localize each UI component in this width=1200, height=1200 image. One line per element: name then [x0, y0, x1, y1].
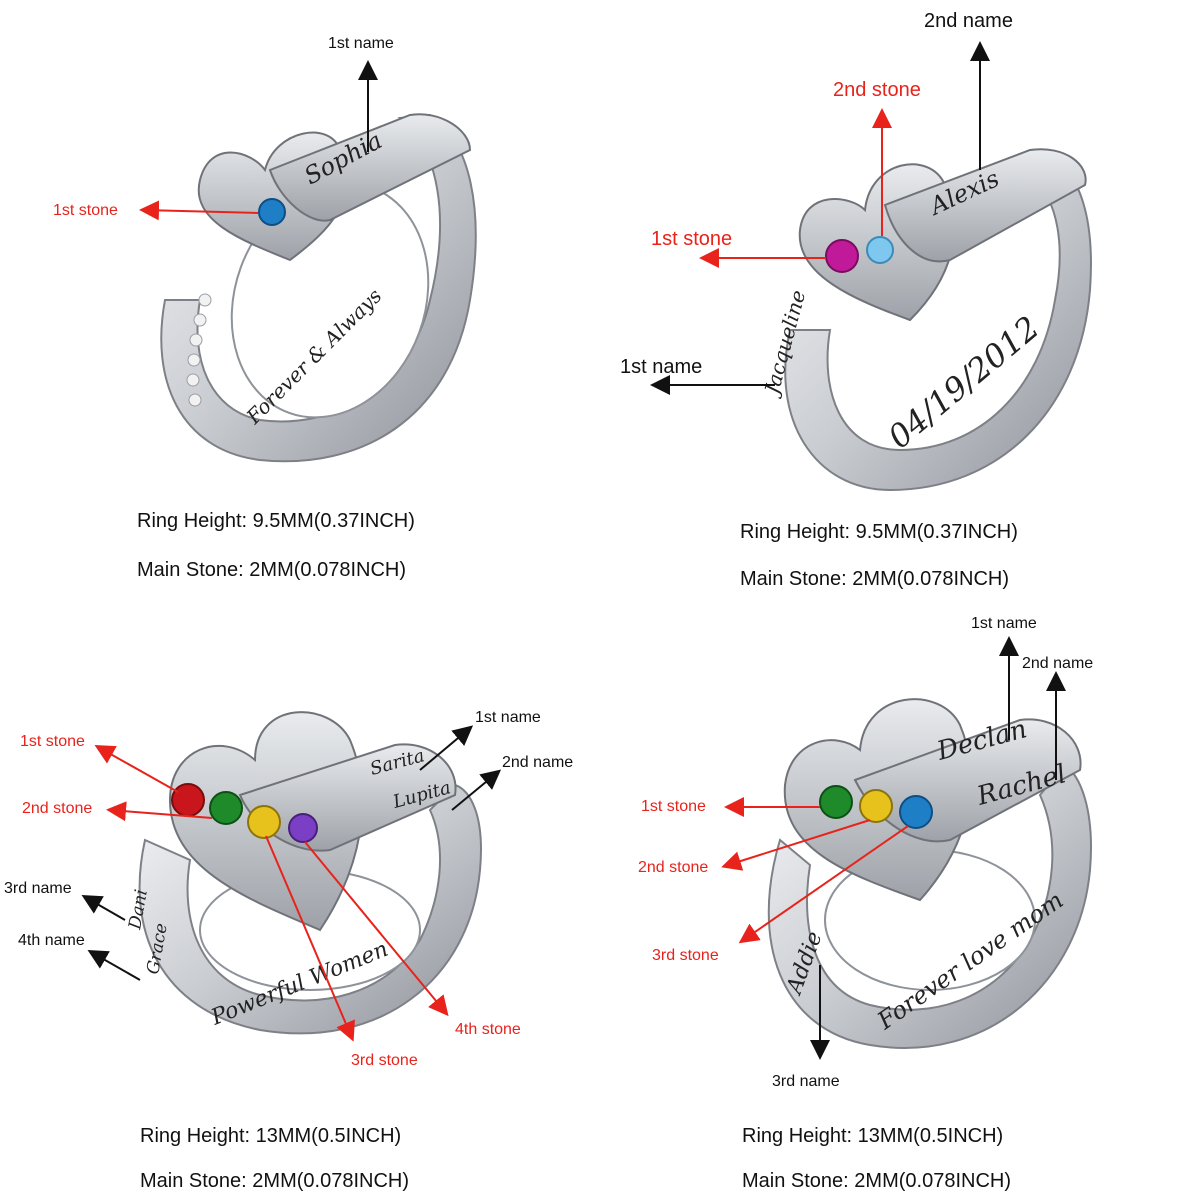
label-name-2: 2nd name [502, 754, 574, 771]
label-name-3: 3rd name [4, 880, 72, 897]
spec-main-stone: Main Stone: 2MM(0.078INCH) [137, 559, 406, 581]
label-stone-1: 1st stone [641, 798, 706, 815]
stone-2 [209, 791, 243, 825]
spec-ring-height: Ring Height: 9.5MM(0.37INCH) [740, 521, 1018, 543]
spec-main-stone: Main Stone: 2MM(0.078INCH) [740, 568, 1009, 590]
arrow-name-3 [81, 895, 126, 921]
ring-panel-3: Sarita Lupita Dani Grace Powerful Women … [0, 600, 600, 1200]
label-name-1: 1st name [475, 709, 541, 726]
arrow-stone-4 [304, 841, 449, 1017]
ring-panel-1: Sophia Forever & Always 1st name 1st sto… [0, 0, 600, 600]
stone-1 [258, 198, 286, 226]
stone-3 [899, 795, 933, 829]
label-stone-4: 4th stone [455, 1021, 521, 1038]
spec-main-stone: Main Stone: 2MM(0.078INCH) [742, 1170, 1011, 1192]
label-stone-2: 2nd stone [833, 79, 921, 101]
arrow-stone-2 [721, 819, 871, 871]
arrow-stone-3 [738, 825, 909, 944]
spec-main-stone: Main Stone: 2MM(0.078INCH) [140, 1170, 409, 1192]
label-name-1: 1st name [620, 356, 703, 378]
arrow-stone-1 [94, 745, 179, 793]
label-name-4: 4th name [18, 932, 85, 949]
ring-illustration-3: Sarita Lupita Dani Grace Powerful Women [81, 711, 502, 1042]
stone-4 [288, 813, 318, 843]
label-name-1: 1st name [971, 615, 1037, 632]
stone-3 [247, 805, 281, 839]
ring-illustration-1: Sophia Forever & Always [139, 60, 477, 463]
label-name-2: 2nd name [924, 10, 1013, 32]
arrow-stone-1 [139, 200, 259, 221]
spec-ring-height: Ring Height: 9.5MM(0.37INCH) [137, 510, 415, 532]
stone-2 [866, 236, 894, 264]
arrow-stone-3 [265, 835, 355, 1042]
label-name-3: 3rd name [772, 1073, 840, 1090]
label-stone-1: 1st stone [20, 733, 85, 750]
arrow-stone-2 [106, 801, 213, 822]
label-stone-1: 1st stone [53, 202, 118, 219]
label-stone-3: 3rd stone [351, 1052, 418, 1069]
ring-illustration-4: Declan Rachel Addie Forever love mom [721, 636, 1092, 1060]
label-stone-2: 2nd stone [638, 859, 709, 876]
stone-1 [825, 239, 859, 273]
spec-ring-height: Ring Height: 13MM(0.5INCH) [742, 1125, 1004, 1147]
stone-1 [171, 783, 205, 817]
label-name-2: 2nd name [1022, 655, 1094, 672]
label-stone-2: 2nd stone [22, 800, 93, 817]
ring-panel-4: Declan Rachel Addie Forever love mom 1st… [600, 600, 1200, 1200]
stone-2 [859, 789, 893, 823]
ring-illustration-2: Alexis Jacqueline 04/19/2012 [650, 41, 1092, 492]
arrow-name-4 [87, 950, 141, 981]
arrow-name-2 [451, 769, 502, 811]
label-name-1: 1st name [328, 35, 394, 52]
label-stone-3: 3rd stone [652, 947, 719, 964]
stone-1 [819, 785, 853, 819]
spec-ring-height: Ring Height: 13MM(0.5INCH) [140, 1125, 402, 1147]
arrow-name-1 [419, 725, 474, 771]
ring-panel-2: Alexis Jacqueline 04/19/2012 2nd name 2n… [600, 0, 1200, 600]
label-stone-1: 1st stone [651, 228, 733, 250]
